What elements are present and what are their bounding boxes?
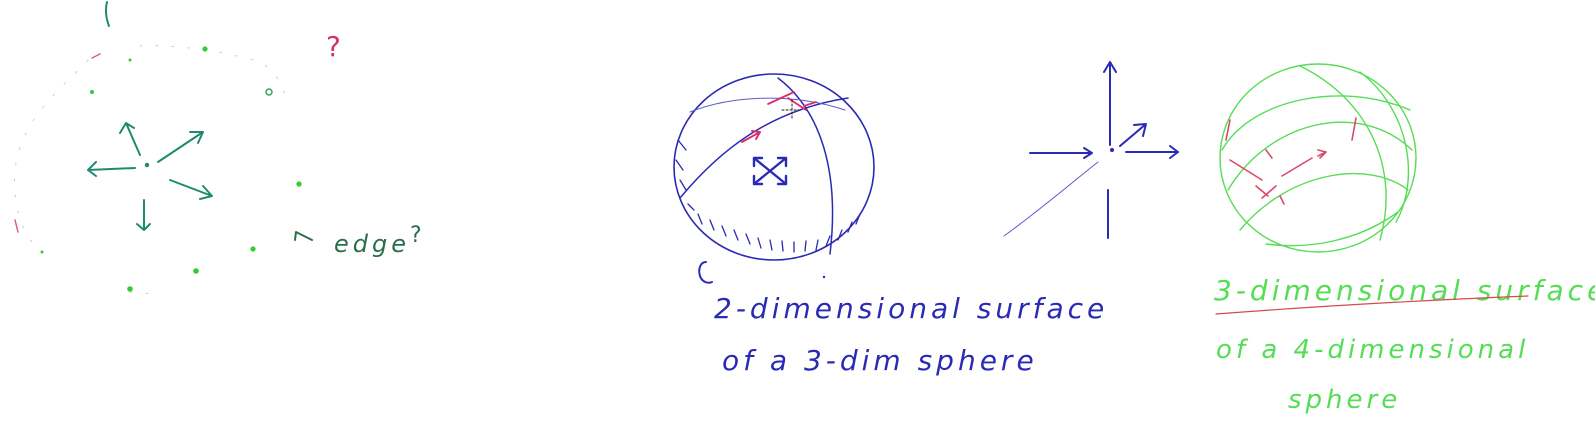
blue-curl-mark bbox=[698, 261, 713, 284]
green-dot bbox=[250, 246, 256, 252]
green-caption-line2: of a 4-dimensional bbox=[1216, 335, 1529, 365]
edge-label: edge bbox=[334, 230, 410, 258]
crosshair-cursor-icon bbox=[781, 99, 803, 121]
green-sphere-outline bbox=[1219, 63, 1417, 253]
blue-caption-line2: of a 3-dim sphere bbox=[722, 344, 1038, 377]
green-dot bbox=[90, 90, 94, 94]
axis-up-arrow bbox=[1103, 61, 1117, 146]
magenta-tangent-arrow bbox=[741, 130, 761, 143]
blue-sphere-outline bbox=[673, 73, 875, 261]
blue-sphere-back-arc bbox=[689, 97, 846, 113]
arrow-up-left bbox=[119, 122, 141, 156]
green-sphere-arc-2 bbox=[1227, 121, 1413, 191]
green-dot bbox=[127, 286, 133, 292]
center-point bbox=[144, 162, 150, 168]
point-with-arrows bbox=[87, 122, 213, 231]
axis-diagonal-arrow bbox=[1119, 123, 1147, 147]
blue-sphere-diagram: 2-dimensional surface of a 3-dim sphere bbox=[673, 73, 1108, 377]
blue-cross-arrows-icon bbox=[752, 156, 788, 186]
arrow-down-right bbox=[169, 179, 213, 200]
green-dot bbox=[193, 268, 199, 274]
question-mark-top: ? bbox=[326, 30, 341, 63]
pink-tick-left bbox=[14, 219, 19, 233]
green-dot bbox=[128, 58, 132, 62]
left-diagram: ? edge ? bbox=[14, 1, 422, 294]
green-sphere-arc-3 bbox=[1239, 173, 1409, 231]
green-sphere-meridian-1 bbox=[1299, 65, 1387, 241]
axis-right-arrow bbox=[1125, 145, 1179, 159]
red-underline bbox=[1215, 295, 1529, 315]
axis-left-segment bbox=[1029, 147, 1093, 159]
green-sphere-diagram: 3-dimensional surface of a 4-dimensional… bbox=[1214, 63, 1595, 415]
axes-connector-curve bbox=[1003, 161, 1099, 237]
blue-sphere-meridian bbox=[777, 77, 834, 255]
blue-sphere-great-circle bbox=[679, 97, 849, 199]
arrow-left bbox=[87, 161, 136, 177]
green-caption-line3: sphere bbox=[1288, 385, 1401, 415]
green-sphere-meridian-2 bbox=[1359, 71, 1410, 223]
green-dot bbox=[202, 46, 208, 52]
question-mark-edge: ? bbox=[410, 223, 422, 248]
green-dot bbox=[296, 181, 302, 187]
magenta-cross-mark bbox=[767, 91, 817, 111]
edge-pointer-icon bbox=[294, 231, 313, 241]
arrow-down bbox=[136, 199, 151, 231]
faint-boundary bbox=[14, 45, 286, 294]
axes-origin-point bbox=[1110, 148, 1114, 152]
pink-tick-top bbox=[91, 53, 101, 59]
red-marks bbox=[1225, 117, 1357, 205]
green-sphere-lower-arc bbox=[1265, 211, 1399, 247]
blue-sphere-shading bbox=[675, 139, 861, 253]
stray-teal-mark bbox=[104, 1, 110, 27]
coordinate-axes-diagram bbox=[1003, 61, 1179, 239]
blue-dot bbox=[822, 275, 826, 279]
green-sphere-arc-1 bbox=[1221, 95, 1411, 151]
blue-caption-line1: 2-dimensional surface bbox=[714, 292, 1108, 325]
arrow-up-right bbox=[157, 131, 204, 163]
green-dot bbox=[40, 250, 44, 254]
hollow-green-dot bbox=[265, 88, 273, 96]
green-dots bbox=[40, 46, 302, 292]
